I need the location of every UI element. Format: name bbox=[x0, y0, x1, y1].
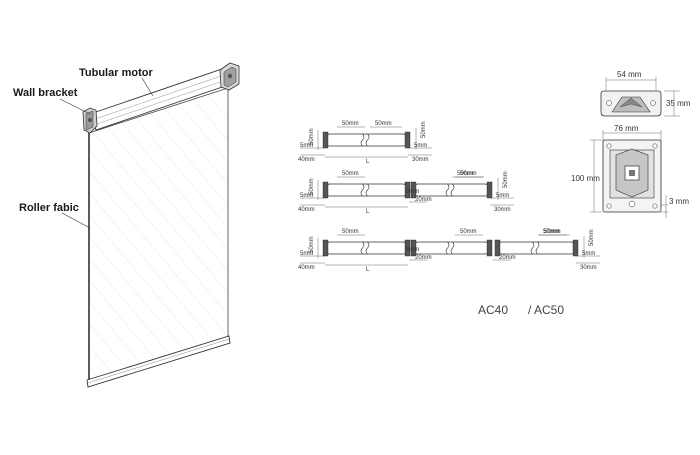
end-height-left-label: 50mm bbox=[309, 178, 315, 195]
span-50-label: 50mm bbox=[375, 121, 392, 127]
tube-row-3 bbox=[300, 234, 600, 266]
length-label: L bbox=[366, 159, 370, 165]
inner-5mm-label: 5mm bbox=[406, 189, 419, 195]
motor-leader bbox=[141, 77, 154, 97]
bracket-top-height: 35 mm bbox=[666, 99, 691, 108]
bracket-top-view: 54 mm 35 mm bbox=[600, 70, 691, 117]
bracket-front-view: 76 mm 100 mm 3 mm bbox=[571, 124, 689, 218]
span-50-label: 50mm bbox=[543, 229, 560, 235]
model-ac50: / AC50 bbox=[528, 303, 564, 317]
left-5mm-label: 5mm bbox=[300, 251, 313, 257]
length-label: L bbox=[366, 209, 370, 215]
tube-segment bbox=[322, 181, 411, 199]
left-40mm-label: 40mm bbox=[298, 157, 315, 163]
left-5mm-label: 5mm bbox=[300, 143, 313, 149]
right-5mm-label: 5mm bbox=[582, 251, 595, 257]
tubular-motor-label: Tubular motor bbox=[79, 67, 153, 79]
tube-segment bbox=[410, 181, 493, 199]
roller-fabric bbox=[88, 87, 229, 385]
span-50-label: 50mm bbox=[342, 121, 359, 127]
right-30mm-label: 30mm bbox=[580, 265, 597, 271]
end-height-right-label: 50mm bbox=[589, 229, 595, 246]
left-5mm-label: 5mm bbox=[300, 193, 313, 199]
bottom-rail bbox=[86, 335, 231, 388]
bracket-front-width: 76 mm bbox=[614, 124, 639, 133]
tube-segment bbox=[322, 239, 411, 257]
end-height-left-label: 50mm bbox=[309, 128, 315, 145]
span-50-label: 50mm bbox=[342, 229, 359, 235]
bracket-top-width: 54 mm bbox=[617, 70, 642, 79]
end-height-right-label: 50mm bbox=[421, 121, 427, 138]
roller-blind-drawing: Tubular motor Wall bracket Roller fabic bbox=[13, 62, 240, 388]
span-50-label: 50mm bbox=[460, 229, 477, 235]
length-label: L bbox=[366, 267, 370, 273]
span-50-label: 50mm bbox=[342, 171, 359, 177]
right-5mm-label: 5mm bbox=[414, 143, 427, 149]
right-30mm-label: 30mm bbox=[494, 207, 511, 213]
bracket-thickness: 3 mm bbox=[669, 197, 689, 206]
roller-fabric-label: Roller fabic bbox=[19, 202, 79, 214]
left-wall-bracket bbox=[82, 107, 98, 134]
inner-5mm-label: 5mm bbox=[406, 247, 419, 253]
span-50-label: 50mm bbox=[460, 171, 477, 177]
span-50-label: 50mm bbox=[544, 229, 561, 235]
tube-segment bbox=[410, 239, 493, 257]
span-50-label: 50mm bbox=[457, 171, 474, 177]
tube-row-1 bbox=[300, 126, 432, 158]
bracket-front-height: 100 mm bbox=[571, 174, 600, 183]
left-40mm-label: 40mm bbox=[298, 265, 315, 271]
left-40mm-label: 40mm bbox=[298, 207, 315, 213]
joint-20mm-label: 20mm bbox=[415, 255, 432, 261]
right-5mm-label: 5mm bbox=[496, 193, 509, 199]
model-ac40: AC40 bbox=[478, 303, 508, 317]
right-wall-bracket bbox=[219, 62, 240, 91]
tube-segment bbox=[322, 131, 411, 149]
tube-row-2 bbox=[300, 176, 514, 208]
end-height-right-label: 50mm bbox=[503, 171, 509, 188]
right-30mm-label: 30mm bbox=[412, 157, 429, 163]
joint-20mm-label: 20mm bbox=[415, 197, 432, 203]
bracket-leader bbox=[59, 98, 91, 115]
joint-20mm-label: 20mm bbox=[499, 255, 516, 261]
fabric-leader bbox=[61, 212, 91, 229]
end-height-left-label: 50mm bbox=[309, 236, 315, 253]
tube-segment bbox=[494, 239, 579, 257]
wall-bracket-label: Wall bracket bbox=[13, 87, 78, 99]
